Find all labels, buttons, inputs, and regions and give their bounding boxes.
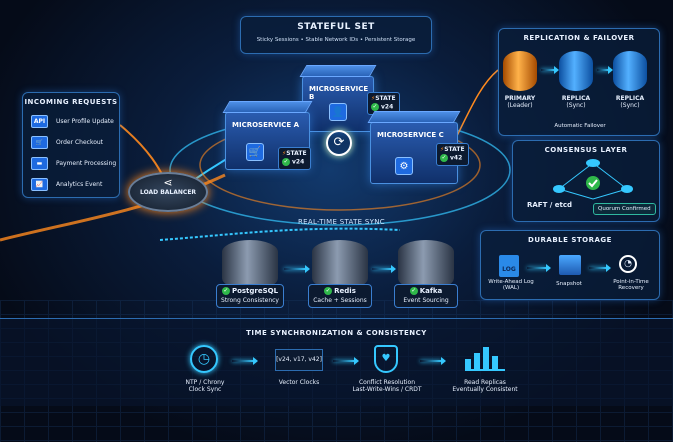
log-file-icon: LOG [499,255,519,277]
state-badge: ⚡STATE✓v24 [367,92,400,115]
replica-db-icon[interactable] [559,51,593,91]
sync-clock-icon: ⟳ [326,130,352,156]
failover-label: Automatic Failover [554,123,606,129]
check-icon: ✓ [324,287,333,295]
replication-title: REPLICATION & FAILOVER [523,34,635,42]
cart-icon: 🛒 [31,136,48,149]
service-name: MICROSERVICE B [309,85,369,101]
request-item[interactable]: ▬ Payment Processing [31,157,116,170]
time-sync-section: TIME SYNCHRONIZATION & CONSISTENCY ◷ [v2… [0,318,673,406]
raft-label: RAFT / etcd [527,201,573,209]
clock-icon: ◷ [190,345,218,373]
raft-node [586,159,600,167]
load-balancer-label: LOAD BALANCER [139,189,197,196]
primary-db-icon[interactable] [503,51,537,91]
redis-cylinder[interactable] [312,240,368,290]
cart-icon: 🛒 [246,143,264,161]
quorum-badge: Quorum Confirmed [593,203,656,215]
consensus-panel: CONSENSUS LAYER RAFT / etcd Quorum Confi… [512,140,660,222]
request-item[interactable]: API User Profile Update [31,115,114,128]
check-icon: ✓ [221,287,230,295]
arrow-icon [333,357,359,365]
arrow-icon [232,357,258,365]
cube-top [299,65,377,77]
service-name: MICROSERVICE C [377,131,444,139]
state-badge: ⚡STATE✓v42 [436,143,469,166]
arrow-icon [527,264,551,272]
request-label: User Profile Update [56,118,114,125]
raft-node [553,185,565,193]
snapshot-label: Snapshot [556,281,582,287]
service-name: MICROSERVICE A [232,121,300,129]
pitr-label: Point-in-Time Recovery [613,279,649,291]
vector-clock-box: [v24, v17, v42] [275,349,323,371]
header-subtitle: Sticky Sessions • Stable Network IDs • P… [256,37,416,43]
kafka-cylinder[interactable] [398,240,454,290]
cube-top [367,111,461,123]
check-icon: ✓ [282,158,290,166]
state-badge: ⚡STATE✓v24 [278,147,311,170]
recovery-clock-icon: ◔ [619,255,637,273]
request-item[interactable]: 📈 Analytics Event [31,178,102,191]
replica-db-icon[interactable] [613,51,647,91]
arrow-icon [284,265,310,273]
chart-icon: 📈 [31,178,48,191]
microservice-c[interactable]: MICROSERVICE C ⚙ [367,111,461,184]
check-icon: ✓ [371,103,379,111]
vector-clocks-label: Vector Clocks [278,379,320,386]
gear-icon: ⚙ [395,157,413,175]
cube-top [222,101,313,113]
durable-storage-panel: DURABLE STORAGE LOG ◔ Write-Ahead Log (W… [480,230,660,300]
consensus-title: CONSENSUS LAYER [544,146,628,154]
wal-label: Write-Ahead Log (WAL) [488,279,534,291]
arrow-icon [420,357,446,365]
microservice-b[interactable]: MICROSERVICE B 👤 [299,65,377,132]
arrow-icon [372,265,396,273]
snapshot-icon [559,255,581,275]
request-label: Analytics Event [56,181,103,188]
share-icon: ⋖ [163,176,173,189]
request-item[interactable]: 🛒 Order Checkout [31,136,103,149]
storage-title: DURABLE STORAGE [528,236,612,244]
arrow-icon [589,264,611,272]
state-sync-label: REAL-TIME STATE SYNC [298,218,385,226]
header-title: STATEFUL SET [297,22,375,32]
node-label: REPLICA(Sync) [615,95,645,109]
incoming-title: INCOMING REQUESTS [24,98,118,106]
incoming-requests-panel: INCOMING REQUESTS API User Profile Update… [22,92,120,198]
node-label: PRIMARY(Leader) [504,95,536,109]
bar-chart-icon [465,347,505,371]
load-balancer[interactable]: ⋖ LOAD BALANCER [128,172,208,212]
node-label: REPLICA(Sync) [561,95,591,109]
check-icon: ✓ [440,154,448,162]
raft-nodes-diagram [553,159,633,200]
replication-panel: REPLICATION & FAILOVER PRIMARY(Leader) R… [498,28,660,136]
request-label: Order Checkout [56,139,104,146]
request-label: Payment Processing [56,160,117,167]
user-icon: 👤 [329,103,347,121]
arrow-icon [541,66,559,74]
check-icon: ✓ [409,287,418,295]
stateful-set-header: STATEFUL SET Sticky Sessions • Stable Ne… [240,16,432,54]
postgresql-cylinder[interactable] [222,240,278,290]
credit-card-icon: ▬ [31,157,48,170]
api-icon: API [31,115,48,128]
arrow-icon [597,66,613,74]
check-icon [586,176,600,190]
flow-line [159,227,401,241]
raft-node [621,185,633,193]
shield-icon: ♥ [374,345,398,373]
time-sync-title: TIME SYNCHRONIZATION & CONSISTENCY [246,329,427,337]
